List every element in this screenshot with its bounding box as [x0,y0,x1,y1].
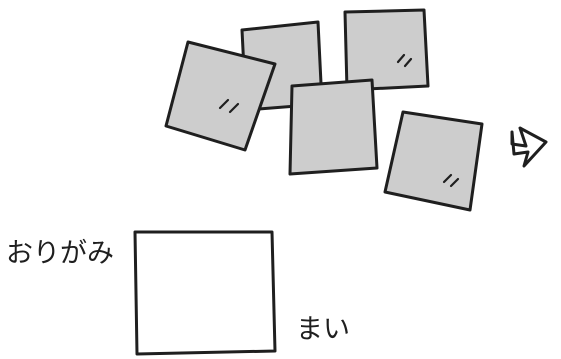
origami-sheet [290,80,377,174]
origami-sheet [385,112,482,210]
origami-label: おりがみ [6,238,114,269]
origami-sheet [345,10,428,90]
count-unit-label: まい [296,314,350,345]
arrow-right-outline-icon [512,128,546,166]
blank-origami-sheet [135,232,275,354]
origami-sheet-pile [166,10,482,210]
